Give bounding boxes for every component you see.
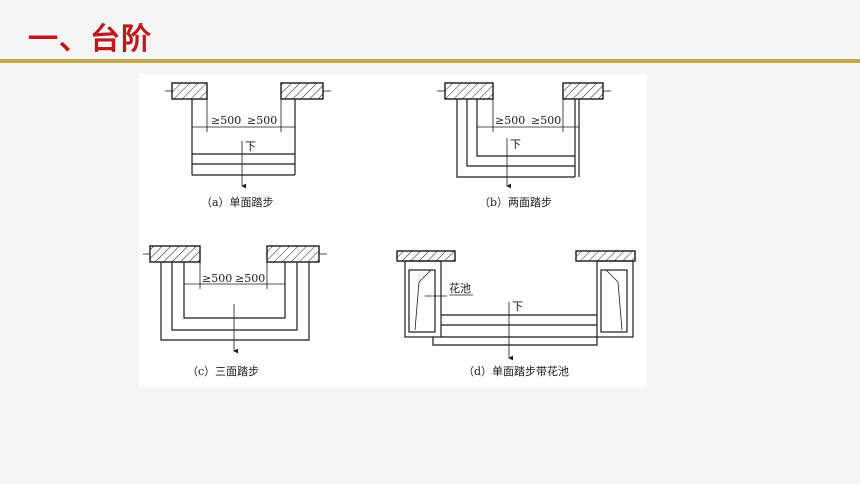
dim-label: ≥500 [202,272,232,285]
page-title: 一、台阶 [28,22,152,57]
panel-b: ≥500 ≥500 下 （b）两面踏步 [437,82,611,209]
wall-right [266,245,320,263]
planter-left [404,260,442,338]
panel-c: ≥500 ≥500 （c）三面踏步 [143,245,327,378]
dim-label: ≥500 [247,114,277,127]
caption-d: （d）单面踏步带花池 [463,364,569,378]
caption-b: （b）两面踏步 [479,195,552,209]
down-label: 下 [510,138,521,151]
caption-c: （c）三面踏步 [187,364,259,378]
planter-right [596,260,634,338]
steps-figure: ≥500 ≥500 下 （a）单面踏步 ≥500 ≥500 下 （b）两面踏步 [139,74,647,387]
down-label: 下 [512,300,523,313]
wall-left [396,250,456,262]
wall-right [562,82,604,100]
wall-right [575,250,636,262]
dim-label: ≥500 [211,114,241,127]
wall-left [444,82,494,100]
down-label: 下 [245,140,256,153]
panel-d: 花池 下 （d）单面踏步带花池 [396,250,636,378]
steps-diagram: ≥500 ≥500 下 （a）单面踏步 ≥500 ≥500 下 （b）两面踏步 [143,82,636,378]
wall-left [171,82,208,100]
caption-a: （a）单面踏步 [201,195,274,209]
panel-a: ≥500 ≥500 下 （a）单面踏步 [165,82,331,209]
wall-left [149,245,201,263]
dim-label: ≥500 [235,272,265,285]
planter-label: 花池 [449,282,471,295]
dim-label: ≥500 [495,114,525,127]
wall-right [280,82,324,100]
dim-label: ≥500 [531,114,561,127]
title-divider [0,59,860,63]
